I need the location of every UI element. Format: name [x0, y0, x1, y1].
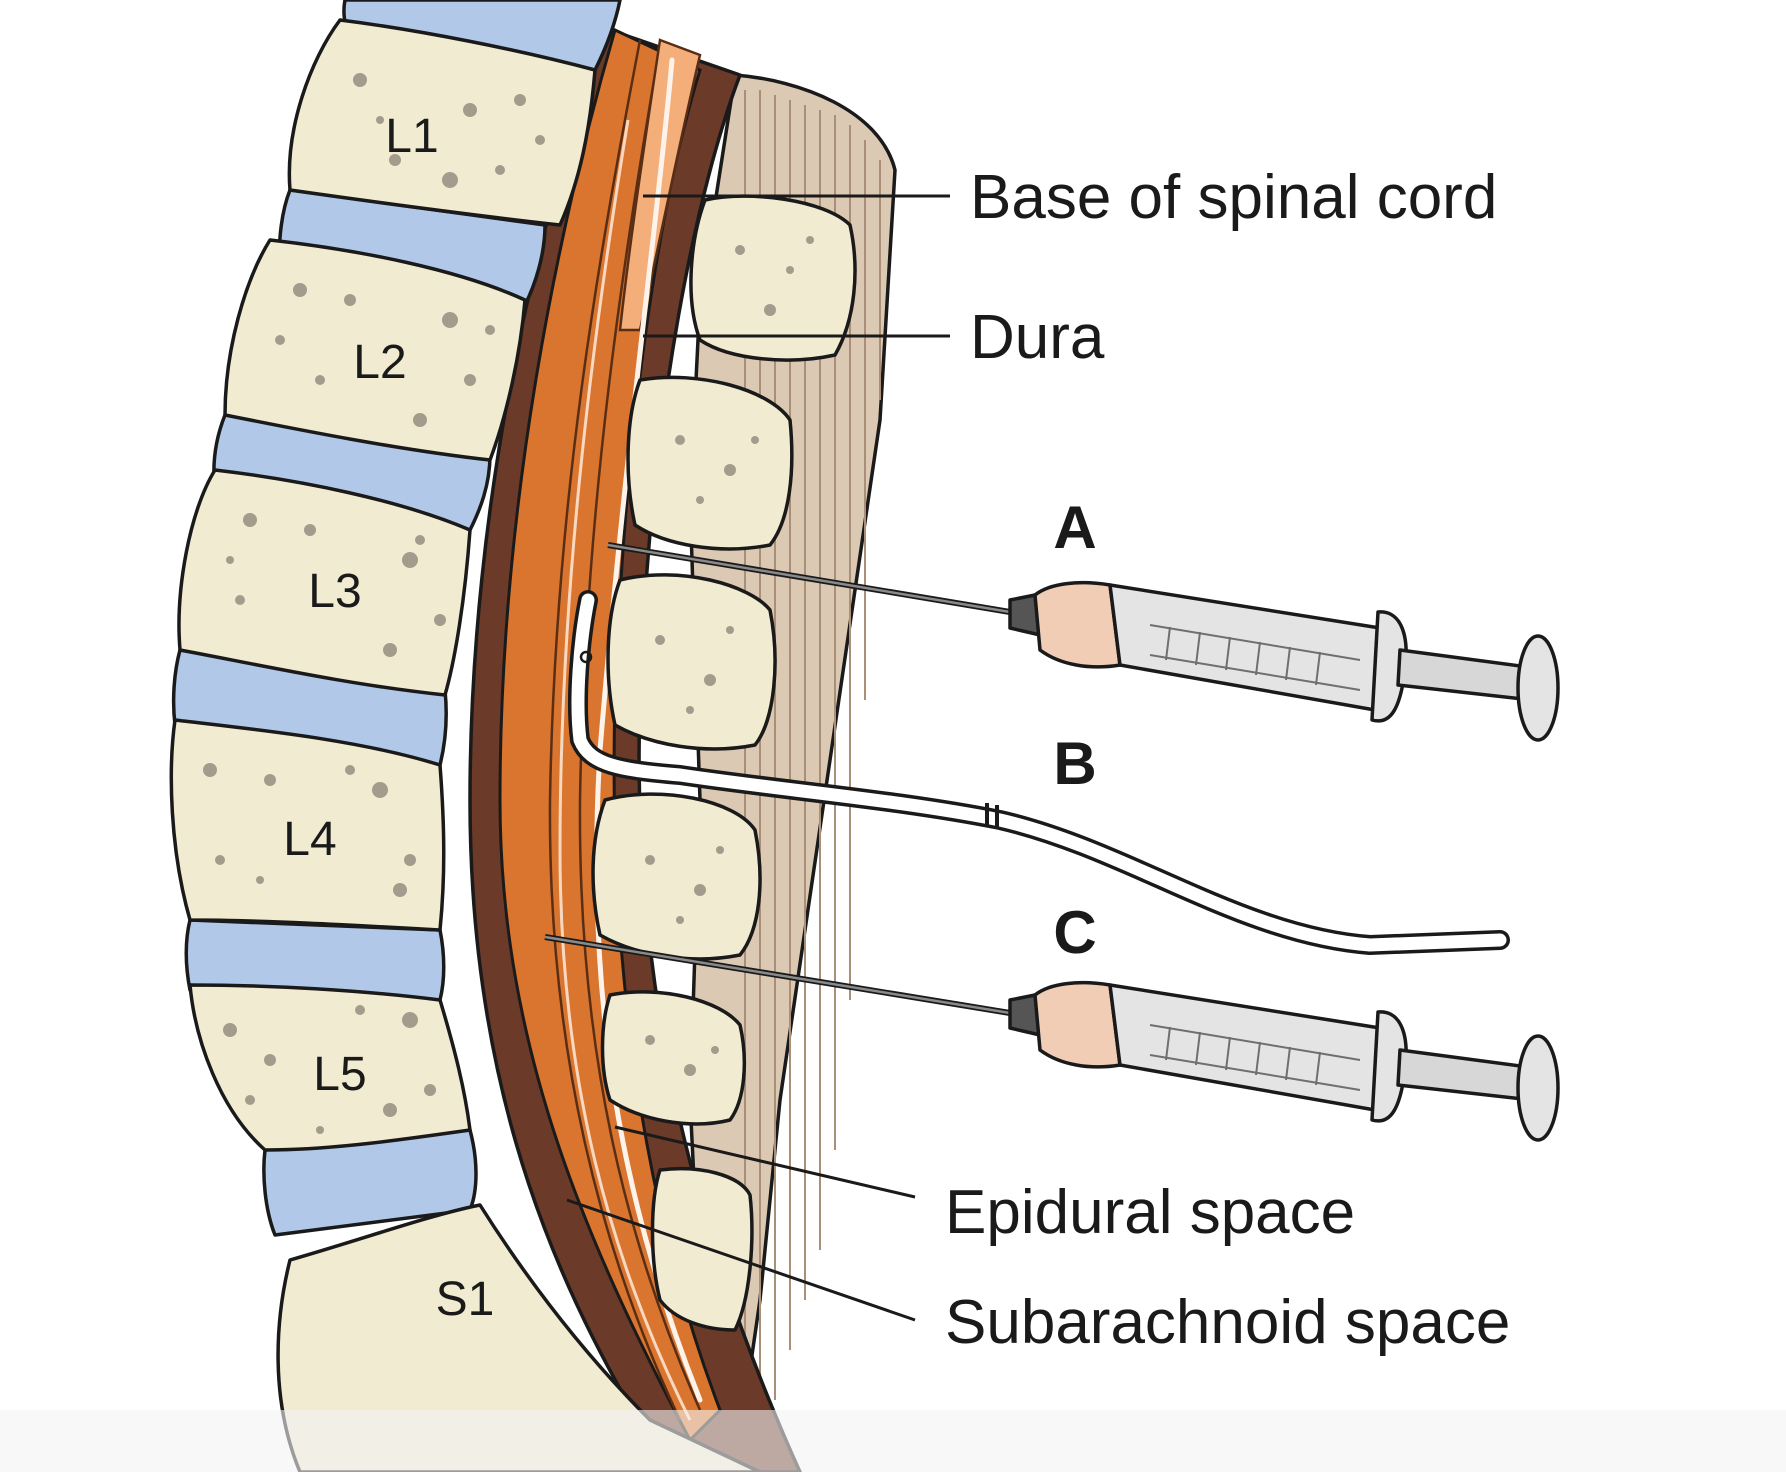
spinous-processes: [591, 194, 857, 1332]
vertebra-label-l1: L1: [385, 110, 438, 163]
bottom-fade: [0, 1410, 1786, 1472]
label-base-of-spinal-cord: Base of spinal cord: [970, 163, 1497, 232]
spinous-speckles: [645, 236, 814, 1076]
syringe-a: [607, 542, 1560, 742]
needle-label-b: B: [1053, 730, 1096, 797]
vertebra-labels: L1 L2 L3 L4 L5 S1: [283, 110, 494, 1326]
vertebra-label-l2: L2: [353, 336, 406, 389]
needle-label-a: A: [1053, 494, 1096, 561]
syringe-c: [544, 934, 1560, 1142]
needle-label-c: C: [1053, 899, 1096, 966]
vertebra-label-l5: L5: [313, 1048, 366, 1101]
epidural-catheter-b: [568, 590, 1510, 956]
vertebra-label-l3: L3: [308, 565, 361, 618]
vertebral-speckles: [203, 73, 545, 1134]
vertebra-label-s1: S1: [436, 1273, 495, 1326]
vertebra-label-l4: L4: [283, 813, 336, 866]
label-subarachnoid-space: Subarachnoid space: [945, 1288, 1510, 1357]
leader-lines: [566, 194, 950, 1322]
needle-letters: A B C: [1053, 494, 1096, 966]
callout-labels: Base of spinal cord Dura Epidural space …: [945, 163, 1510, 1357]
label-dura: Dura: [970, 303, 1105, 372]
label-epidural-space: Epidural space: [945, 1178, 1355, 1247]
